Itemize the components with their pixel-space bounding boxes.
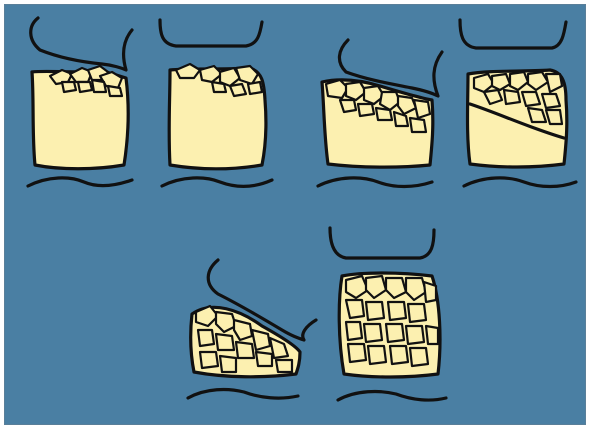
diagram-frame: [4, 4, 586, 425]
